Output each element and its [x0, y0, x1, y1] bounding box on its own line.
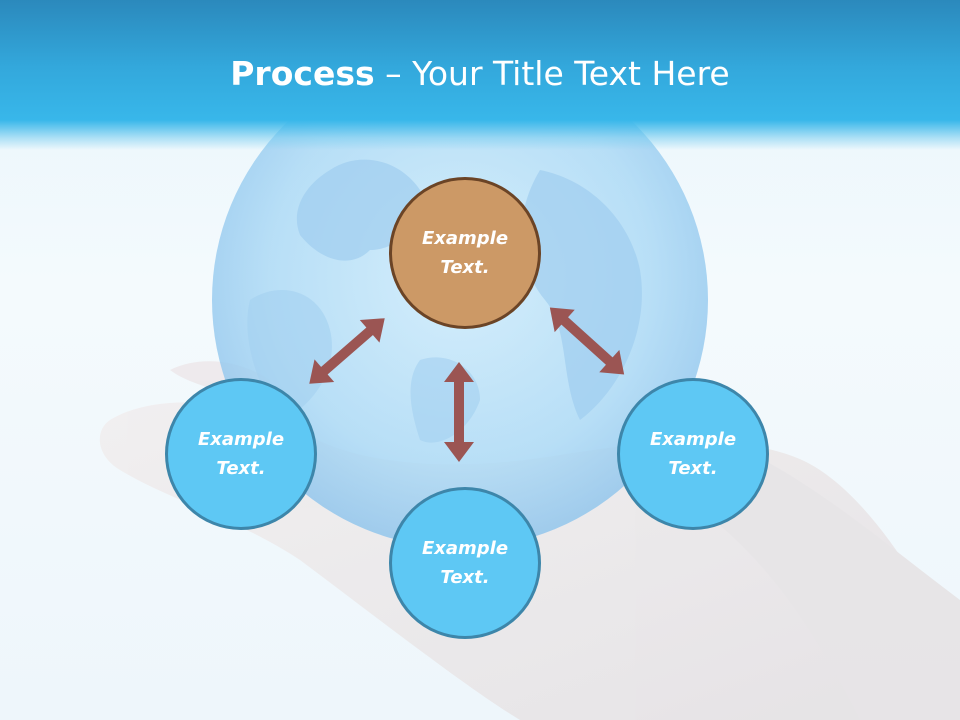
arrow-center-bottom: [444, 362, 474, 462]
node-center-label: Example Text.: [421, 228, 509, 278]
process-node-left[interactable]: Example Text.: [165, 378, 317, 530]
slide-title: Process – Your Title Text Here: [0, 52, 960, 96]
node-bottom-label: Example Text.: [421, 538, 509, 588]
arrow-center-right: [549, 307, 625, 375]
title-rest-text: – Your Title Text Here: [374, 54, 730, 93]
node-left-label: Example Text.: [197, 429, 285, 479]
node-right-label: Example Text.: [649, 429, 737, 479]
process-node-right[interactable]: Example Text.: [617, 378, 769, 530]
title-bold-text: Process: [230, 54, 375, 93]
process-node-bottom[interactable]: Example Text.: [389, 487, 541, 639]
arrow-center-left: [309, 318, 385, 384]
title-bar: [0, 0, 960, 150]
process-node-center[interactable]: Example Text.: [389, 177, 541, 329]
